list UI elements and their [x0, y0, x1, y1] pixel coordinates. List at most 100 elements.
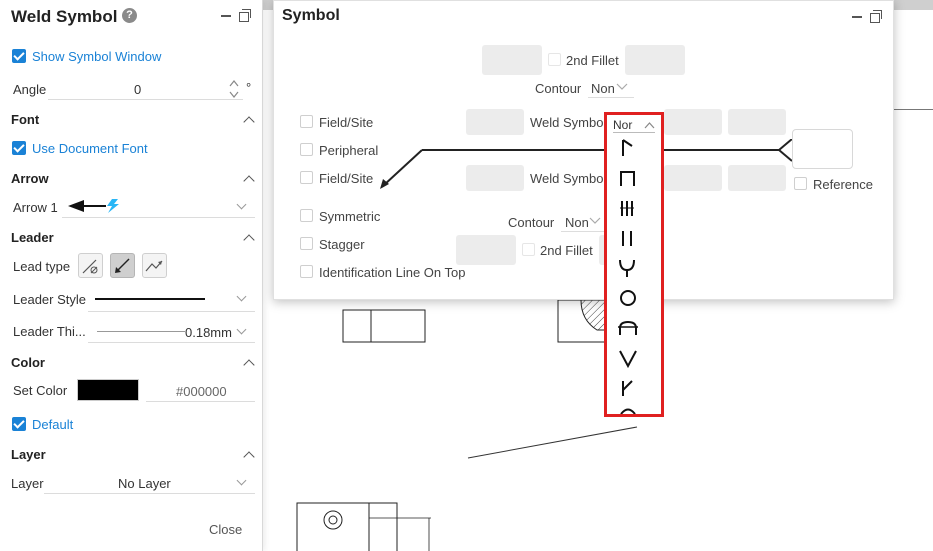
layer-section-header: Layer	[11, 447, 46, 462]
dialog-minimize-icon[interactable]	[852, 16, 862, 18]
lead-type-none-button[interactable]	[78, 253, 103, 278]
lower-length-field[interactable]	[664, 165, 722, 191]
contour-bottom-chevron-icon[interactable]	[589, 217, 601, 225]
stagger-checkbox[interactable]	[300, 237, 313, 250]
leader-collapse-icon[interactable]	[243, 234, 255, 246]
close-button[interactable]: Close	[209, 522, 243, 537]
arrow-label: Arrow 1	[13, 200, 58, 215]
fillet-weld-icon[interactable]	[618, 138, 638, 158]
color-collapse-icon[interactable]	[243, 359, 255, 371]
leader-thickness-label: Leader Thi...	[13, 324, 86, 339]
top-right-size-field[interactable]	[625, 45, 685, 75]
second-fillet-top-label: 2nd Fillet	[566, 53, 619, 68]
v-groove-icon[interactable]	[618, 348, 638, 368]
field-site-1-label: Field/Site	[319, 115, 374, 130]
lower-pitch-field[interactable]	[728, 165, 786, 191]
angle-underline	[48, 99, 243, 100]
peripheral-label: Peripheral	[319, 143, 379, 158]
arrow-collapse-icon[interactable]	[243, 175, 255, 187]
arrow-style-icon[interactable]	[66, 196, 122, 216]
restore-icon[interactable]	[239, 9, 251, 22]
leader-thickness-slider[interactable]	[97, 331, 185, 332]
use-document-font-label[interactable]: Use Document Font	[32, 141, 148, 156]
color-hex-value[interactable]: #000000	[176, 384, 227, 399]
arrow-section-header: Arrow	[11, 171, 49, 186]
symmetric-label: Symmetric	[319, 209, 381, 224]
second-fillet-bottom-checkbox[interactable]	[522, 243, 535, 256]
weld-symbol-dropdown-value[interactable]: Nor	[613, 118, 655, 133]
field-site-2-checkbox[interactable]	[300, 171, 313, 184]
second-fillet-bottom-label: 2nd Fillet	[540, 243, 593, 258]
field-site-1-checkbox[interactable]	[300, 115, 313, 128]
symmetric-checkbox[interactable]	[300, 209, 313, 222]
dialog-restore-icon[interactable]	[870, 10, 882, 23]
contour-bottom-select[interactable]: Non	[565, 215, 589, 230]
upper-length-field[interactable]	[664, 109, 722, 135]
leader-thickness-value[interactable]: 0.18mm	[185, 325, 232, 340]
spot-weld-icon[interactable]	[618, 288, 638, 308]
layer-collapse-icon[interactable]	[243, 451, 255, 463]
plug-weld-triple-icon[interactable]	[618, 198, 638, 218]
set-color-label: Set Color	[13, 383, 68, 398]
show-symbol-window-label[interactable]: Show Symbol Window	[32, 49, 162, 64]
partial-circle-icon[interactable]	[618, 405, 638, 415]
square-groove-icon[interactable]	[618, 168, 638, 188]
identification-line-label: Identification Line On Top	[319, 265, 466, 280]
arrow-dropdown-icon[interactable]	[236, 199, 247, 210]
lower-size-field[interactable]	[466, 165, 524, 191]
symbol-dialog: Symbol 2nd Fillet Contour Non Field/Site…	[273, 0, 894, 300]
weld-symbol-dropdown[interactable]: Nor	[604, 112, 664, 417]
upper-size-field[interactable]	[466, 109, 524, 135]
seam-weld-icon[interactable]	[618, 318, 638, 338]
identification-line-checkbox[interactable]	[300, 265, 313, 278]
angle-stepper-icon[interactable]	[229, 80, 239, 98]
layer-dropdown-icon[interactable]	[236, 475, 247, 486]
peripheral-checkbox[interactable]	[300, 143, 313, 156]
weld-symbol-2-label: Weld Symbol	[530, 171, 607, 186]
layer-label: Layer	[11, 476, 44, 491]
reference-checkbox[interactable]	[794, 177, 807, 190]
reference-label: Reference	[813, 177, 873, 192]
color-section-header: Color	[11, 355, 45, 370]
leader-style-preview	[95, 298, 205, 300]
leader-style-dropdown-icon[interactable]	[236, 291, 247, 302]
color-hex-underline	[146, 401, 255, 402]
font-collapse-icon[interactable]	[243, 116, 255, 128]
use-document-font-checkbox[interactable]	[12, 141, 26, 155]
weld-reference-line-icon	[380, 139, 793, 189]
default-color-label[interactable]: Default	[32, 417, 74, 432]
y-groove-icon[interactable]	[618, 258, 638, 278]
canvas-frame-corner	[893, 10, 933, 110]
layer-select[interactable]: No Layer	[118, 476, 171, 491]
upper-pitch-field[interactable]	[728, 109, 786, 135]
second-fillet-top-checkbox[interactable]	[548, 53, 561, 66]
top-left-size-field[interactable]	[482, 45, 542, 75]
contour-top-select[interactable]: Non	[591, 81, 615, 96]
double-square-icon[interactable]	[618, 228, 638, 248]
lead-type-straight-button[interactable]	[110, 253, 135, 278]
bevel-groove-icon[interactable]	[618, 378, 638, 398]
contour-top-underline	[588, 97, 634, 98]
leader-thickness-dropdown-icon[interactable]	[236, 324, 247, 335]
lead-type-polyline-button[interactable]	[142, 253, 167, 278]
question-circle-icon[interactable]: ?	[122, 8, 137, 23]
angle-input[interactable]: 0	[134, 82, 142, 97]
lead-type-label: Lead type	[13, 259, 71, 274]
default-color-checkbox[interactable]	[12, 417, 26, 431]
contour-top-label: Contour	[535, 81, 582, 96]
leader-section-header: Leader	[11, 230, 54, 245]
leader-thickness-underline	[88, 342, 255, 343]
color-swatch[interactable]	[77, 379, 139, 401]
minimize-icon[interactable]	[221, 15, 231, 17]
panel-title: Weld Symbol	[11, 7, 118, 26]
stagger-label: Stagger	[319, 237, 365, 252]
tail-reference-box[interactable]	[792, 129, 853, 169]
chevron-up-icon	[644, 122, 655, 129]
show-symbol-window-checkbox[interactable]	[12, 49, 26, 63]
contour-top-chevron-icon[interactable]	[616, 83, 628, 91]
bottom-left-size-field[interactable]	[456, 235, 516, 265]
arrow-underline	[62, 217, 255, 218]
contour-bottom-underline	[561, 231, 607, 232]
leader-style-underline	[88, 311, 255, 312]
angle-unit: °	[246, 80, 252, 95]
